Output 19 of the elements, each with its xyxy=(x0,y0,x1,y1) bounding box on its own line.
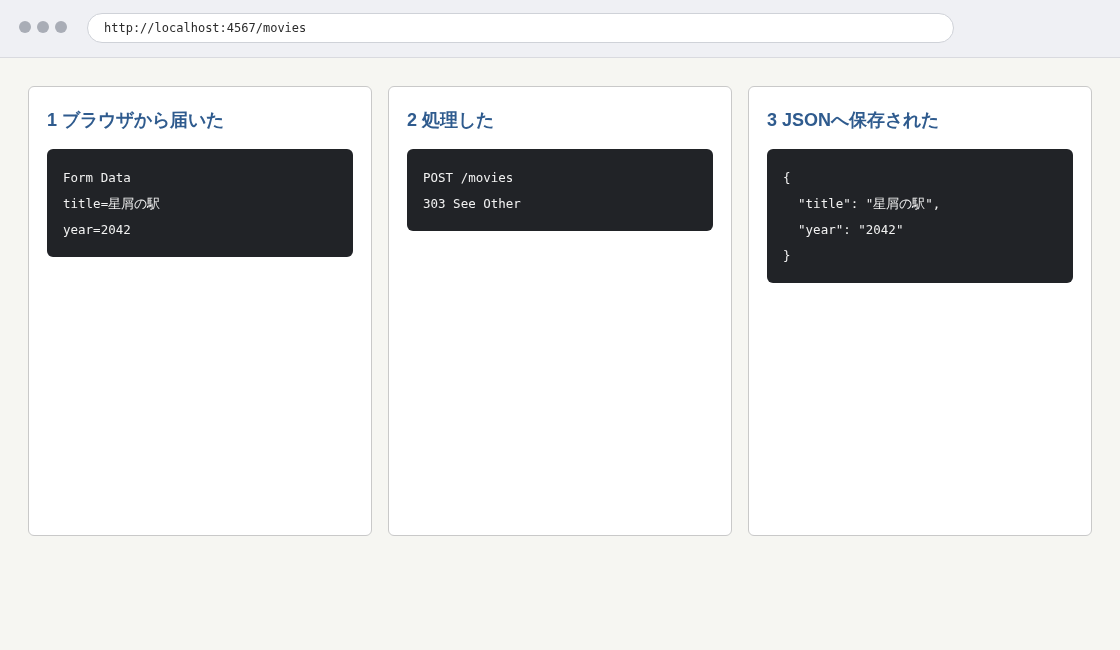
code-line: 303 See Other xyxy=(423,195,521,213)
code-block xyxy=(47,149,353,257)
code-line: year=2042 xyxy=(63,221,131,239)
code-line: } xyxy=(783,247,791,265)
panel-card xyxy=(748,86,1092,536)
card-heading: 1 ブラウザから届いた xyxy=(47,109,224,132)
code-line: POST /movies xyxy=(423,169,514,187)
card-heading: 2 処理した xyxy=(407,109,494,132)
code-line: title=星屑の駅 xyxy=(63,195,161,213)
panel-card xyxy=(28,86,372,536)
address-bar: http://localhost:4567/movies xyxy=(87,13,954,43)
panel-card xyxy=(388,86,732,536)
code-block xyxy=(767,149,1073,283)
code-line: "year": "2042" xyxy=(797,221,904,239)
code-line: "title": "星屑の駅", xyxy=(797,195,941,213)
code-line: Form Data xyxy=(63,169,131,187)
card-heading: 3 JSONへ保存された xyxy=(767,109,940,132)
code-block xyxy=(407,149,713,231)
code-line: { xyxy=(783,169,791,187)
